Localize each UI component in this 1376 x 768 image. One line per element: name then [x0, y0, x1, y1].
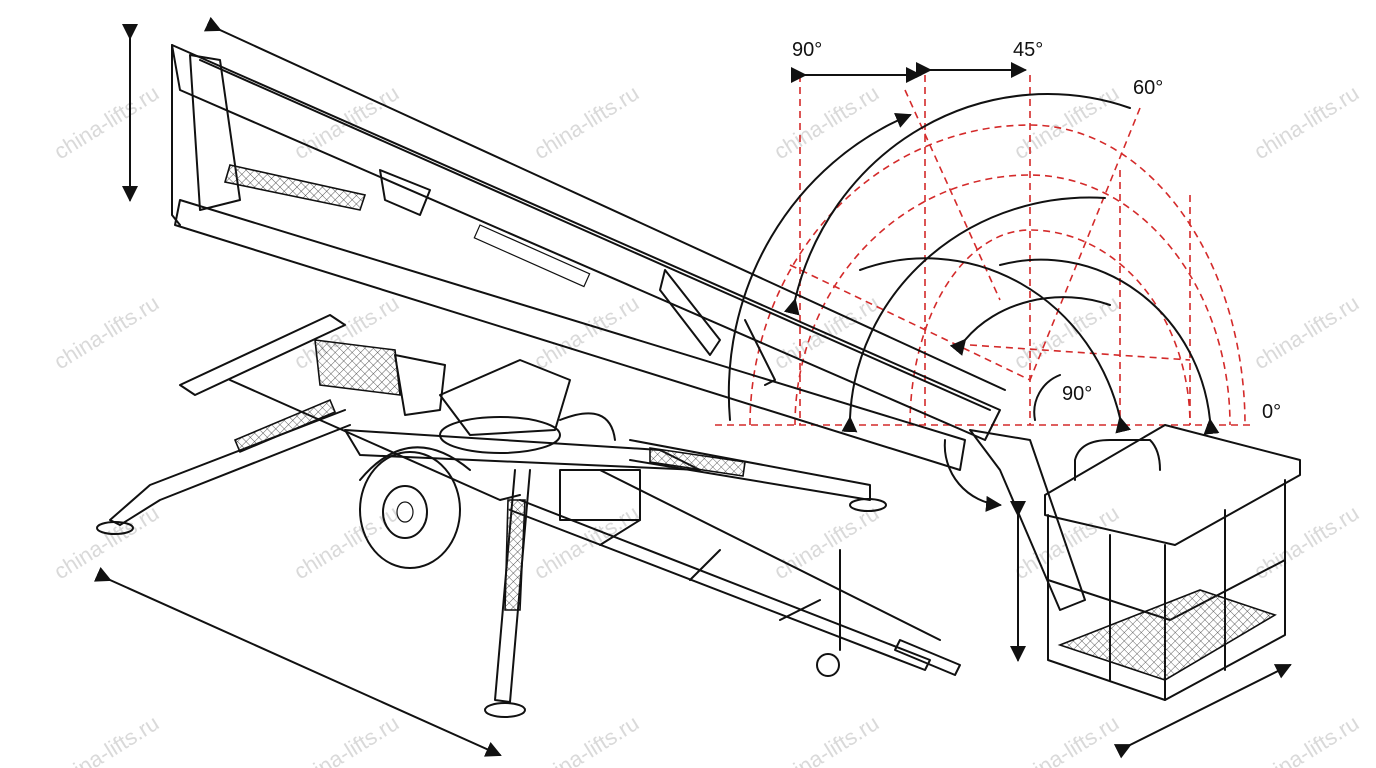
watermark-text: china-lifts.ru: [1249, 710, 1363, 768]
watermark-text: china-lifts.ru: [1249, 500, 1363, 584]
angle-label-90-top: 90°: [792, 39, 822, 61]
watermark-text: china-lifts.ru: [1009, 80, 1123, 164]
angle-label-60: 60°: [1133, 77, 1163, 99]
watermark-text: china-lifts.ru: [49, 500, 163, 584]
watermark-text: china-lifts.ru: [769, 290, 883, 374]
watermark-text: china-lifts.ru: [1249, 290, 1363, 374]
angle-label-0: 0°: [1262, 401, 1281, 423]
watermark-text: china-lifts.ru: [49, 290, 163, 374]
angle-guides: [715, 75, 1250, 426]
watermark-text: china-lifts.ru: [49, 710, 163, 768]
jib-and-basket: [969, 424, 1301, 759]
watermark-text: china-lifts.ru: [769, 500, 883, 584]
watermark-text: china-lifts.ru: [1009, 710, 1123, 768]
watermark-text: china-lifts.ru: [289, 500, 403, 584]
watermark-text: china-lifts.ru: [289, 710, 403, 768]
watermark-text: china-lifts.ru: [49, 80, 163, 164]
outriggers: [96, 398, 887, 718]
angle-label-45: 45°: [1013, 39, 1043, 61]
telescopic-boom: [171, 44, 1001, 471]
watermark-text: china-lifts.ru: [1009, 500, 1123, 584]
watermark-text: china-lifts.ru: [1249, 80, 1363, 164]
angle-label-90-inner: 90°: [1062, 383, 1092, 405]
watermark-text: china-lifts.ru: [529, 710, 643, 768]
dimension-lines: [93, 16, 1006, 757]
watermark-text: china-lifts.ru: [529, 290, 643, 374]
watermark-text: china-lifts.ru: [769, 80, 883, 164]
watermark-text: china-lifts.ru: [769, 710, 883, 768]
watermark-text: china-lifts.ru: [529, 80, 643, 164]
angle-arcs: [727, 62, 1220, 512]
